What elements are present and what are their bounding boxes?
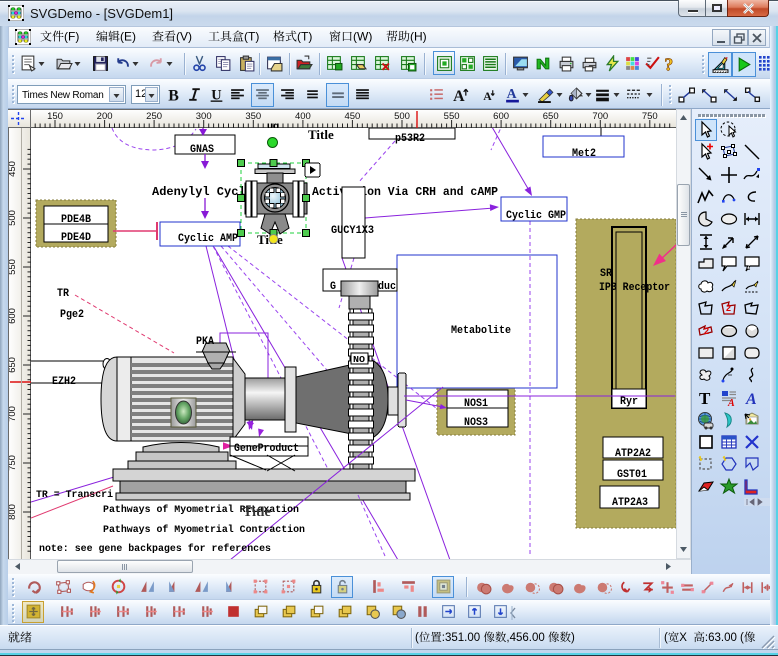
svg-text:800: 800 [9, 504, 18, 520]
svg-text:2: 2 [726, 303, 731, 313]
svg-text:Title: Title [308, 128, 334, 142]
svg-text:650: 650 [9, 357, 18, 373]
svg-text:450: 450 [344, 111, 360, 122]
svg-text:PKA: PKA [196, 336, 214, 348]
svg-text:duc: duc [378, 281, 396, 293]
svg-text:U: U [211, 87, 221, 103]
svg-text:ATP2A3: ATP2A3 [612, 497, 648, 509]
svg-text:250: 250 [146, 111, 162, 122]
svg-text:Activation Via CRH and cAMP: Activation Via CRH and cAMP [312, 186, 498, 199]
svg-text:EZH2: EZH2 [52, 376, 76, 388]
svg-text:600: 600 [493, 111, 509, 122]
svg-text::351.00: :351.00 [442, 632, 480, 644]
svg-text:A: A [507, 86, 517, 101]
svg-text:(: ( [415, 632, 419, 644]
svg-text:Pathways of Myometrial Contrac: Pathways of Myometrial Contraction [103, 524, 305, 536]
svg-text:note: see gene backpages for r: note: see gene backpages for references [39, 543, 271, 555]
svg-text:Met2: Met2 [572, 148, 596, 160]
svg-text:SR: SR [600, 268, 612, 280]
svg-text:600: 600 [9, 308, 18, 324]
svg-text:Cyclic AMP: Cyclic AMP [178, 233, 238, 245]
svg-text:200: 200 [97, 111, 113, 122]
svg-text:A: A [745, 391, 757, 408]
svg-text:550: 550 [9, 259, 18, 275]
svg-text:700: 700 [9, 406, 18, 422]
svg-text:Pathways of Myometrial RELaxat: Pathways of Myometrial RELaxation [103, 504, 299, 516]
svg-text:750: 750 [642, 111, 658, 122]
svg-text:Ryr: Ryr [620, 396, 638, 408]
svg-text:Pge2: Pge2 [60, 309, 84, 321]
svg-text:): ) [571, 632, 575, 644]
svg-text:(T): (T) [297, 30, 312, 44]
svg-text:(F): (F) [64, 30, 79, 44]
svg-text:Metabolite: Metabolite [451, 325, 511, 337]
svg-text:150: 150 [47, 111, 63, 122]
svg-text:IP3 Receptor: IP3 Receptor [599, 282, 670, 294]
svg-text:T: T [699, 389, 711, 408]
svg-text:A: A [483, 90, 492, 103]
svg-text:ug: ug [267, 122, 279, 128]
svg-text:500: 500 [9, 210, 18, 226]
svg-text:G: G [330, 281, 336, 293]
svg-text:550: 550 [444, 111, 460, 122]
svg-text:700: 700 [592, 111, 608, 122]
svg-text:B: B [168, 87, 179, 103]
svg-text:GNAS: GNAS [190, 144, 214, 156]
svg-text:(W): (W) [353, 30, 372, 44]
svg-text:300: 300 [196, 111, 212, 122]
svg-text:(V): (V) [176, 30, 192, 44]
svg-text:500: 500 [394, 111, 410, 122]
svg-text:PDE4D: PDE4D [61, 232, 91, 244]
svg-text:400: 400 [295, 111, 311, 122]
svg-text:650: 650 [543, 111, 559, 122]
svg-text:ATP2A2: ATP2A2 [615, 448, 651, 460]
svg-text:X: X [679, 632, 687, 644]
svg-text:GeneProduct: GeneProduct [234, 443, 299, 455]
svg-text:TR: TR [57, 288, 69, 300]
svg-text:2: 2 [704, 326, 709, 336]
svg-text:Title: Title [243, 505, 271, 520]
svg-text:Cyclic GMP: Cyclic GMP [506, 210, 566, 222]
svg-text:Adenylyl Cyclas: Adenylyl Cyclas [152, 185, 260, 199]
svg-text:GUCY1X3: GUCY1X3 [331, 225, 374, 237]
svg-text:NOS3: NOS3 [464, 417, 488, 429]
svg-text:PDE4B: PDE4B [61, 214, 91, 226]
svg-text:(: ( [664, 632, 668, 644]
svg-text:NO: NO [353, 354, 365, 365]
svg-text:(H): (H) [410, 30, 427, 44]
svg-text:(E): (E) [120, 30, 136, 44]
svg-text:NOS1: NOS1 [464, 398, 488, 410]
svg-text:750: 750 [9, 455, 18, 471]
svg-text:350: 350 [245, 111, 261, 122]
svg-text:(T): (T) [244, 30, 259, 44]
svg-text::63.00 (: :63.00 ( [705, 632, 744, 644]
svg-text:A: A [727, 398, 735, 408]
svg-text:GST01: GST01 [617, 469, 647, 481]
svg-text:450: 450 [9, 161, 18, 177]
svg-text:?: ? [664, 55, 673, 72]
svg-text:TR = Transcri: TR = Transcri [36, 489, 113, 501]
svg-text:,456.00: ,456.00 [506, 632, 544, 644]
svg-text:A: A [453, 88, 465, 103]
svg-text:p53R2: p53R2 [395, 133, 425, 145]
